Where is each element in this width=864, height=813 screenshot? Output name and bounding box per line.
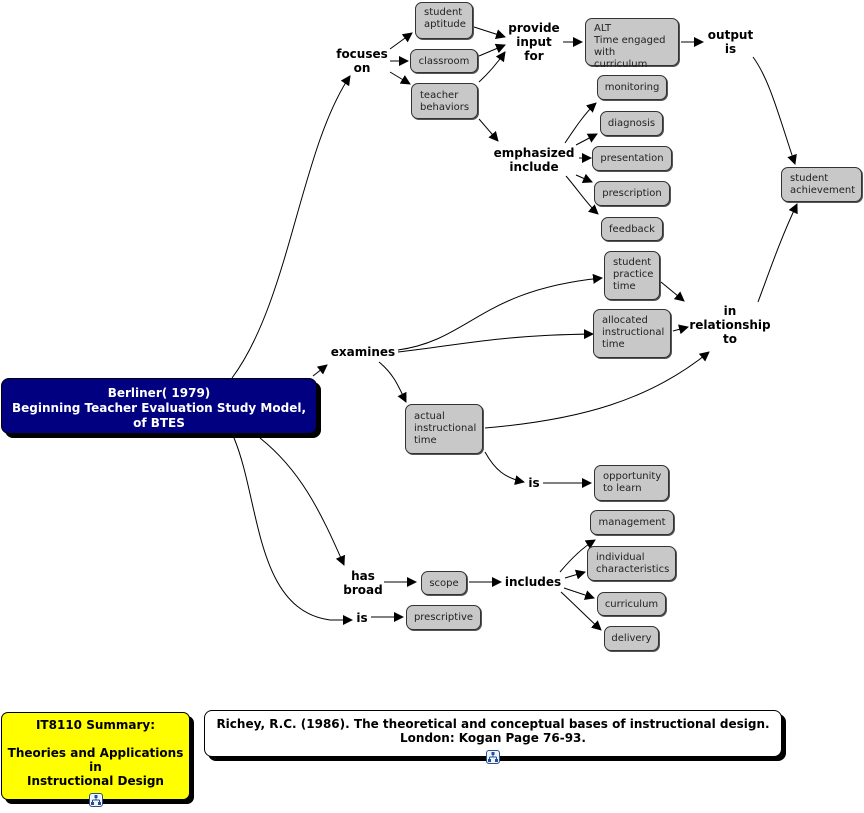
edge-includes-management [559, 539, 596, 573]
link-includes[interactable]: includes [504, 575, 562, 589]
concept-monitoring[interactable]: monitoring [597, 75, 667, 100]
link-provide-input-for[interactable]: provide input for [508, 21, 560, 63]
concept-teacher-behaviors[interactable]: teacher behaviors [411, 83, 478, 119]
link-output-is[interactable]: output is [707, 28, 754, 56]
edge-teacher-emphasized [478, 118, 499, 142]
edge-emph-feedback [565, 175, 599, 215]
link-has-broad[interactable]: has broad [343, 569, 383, 597]
concept-alt-time-engaged[interactable]: ALT Time engaged with curriculum [585, 18, 679, 70]
edge-practice-relationship [660, 281, 685, 302]
link-examines[interactable]: examines [330, 345, 396, 359]
edge-main-focuses [231, 75, 351, 379]
concept-delivery[interactable]: delivery [604, 626, 659, 651]
edge-emph-prescription [575, 173, 593, 183]
concept-curriculum[interactable]: curriculum [597, 592, 666, 616]
link-is-prescriptive[interactable]: is [356, 611, 368, 625]
concept-presentation[interactable]: presentation [592, 146, 672, 171]
edge-examines-actual [378, 361, 407, 403]
concept-prescription[interactable]: prescription [594, 181, 670, 206]
concept-management[interactable]: management [590, 510, 674, 535]
edge-teacher-provide [478, 51, 506, 83]
edge-actual-is [484, 451, 525, 486]
link-focuses-on[interactable]: focuses on [336, 47, 388, 75]
edge-classroom-provide [478, 43, 506, 57]
edge-includes-delivery [560, 591, 602, 631]
link-in-relationship-to[interactable]: in relationship to [689, 304, 771, 346]
edge-examines-practice [397, 273, 603, 351]
edge-emph-diagnosis [575, 133, 598, 146]
concept-student-practice-time[interactable]: student practice time [604, 251, 660, 300]
concept-allocated-instructional-time[interactable]: allocated instructional time [593, 309, 671, 358]
concept-scope[interactable]: scope [421, 571, 467, 595]
edge-allocated-relationship [672, 324, 689, 335]
edge-focuses-aptitude [389, 32, 413, 50]
edge-output-achievement [752, 56, 797, 165]
link-emphasized-include[interactable]: emphasized include [493, 146, 575, 174]
concept-diagnosis[interactable]: diagnosis [600, 111, 663, 136]
concept-student-achievement[interactable]: student achievement [781, 167, 862, 202]
edge-aptitude-provide [473, 26, 506, 39]
main-concept-berliner-btes[interactable]: Berliner( 1979) Beginning Teacher Evalua… [1, 378, 317, 434]
edge-examines-allocated [397, 329, 594, 353]
concept-feedback[interactable]: feedback [601, 217, 663, 241]
concept-opportunity-to-learn[interactable]: opportunity to learn [594, 465, 669, 501]
edge-actual-relationship [484, 351, 710, 429]
edge-focuses-teacher [389, 71, 411, 85]
edge-main-examines [312, 364, 328, 377]
edge-relationship-achievement [757, 203, 798, 303]
summary-box-it8110[interactable]: IT8110 Summary: Theories and Application… [1, 712, 190, 800]
concept-classroom[interactable]: classroom [410, 49, 478, 73]
edge-includes-curriculum [563, 587, 595, 600]
concept-student-aptitude[interactable]: student aptitude [415, 2, 473, 39]
concept-individual-characteristics[interactable]: individual characteristics [587, 546, 676, 581]
edge-includes-individual [564, 569, 586, 580]
concept-actual-instructional-time[interactable]: actual instructional time [405, 404, 483, 454]
edge-emph-monitoring [564, 102, 597, 144]
link-is-opportunity[interactable]: is [528, 476, 540, 490]
concept-map-link-icon[interactable] [89, 793, 103, 807]
concept-map-link-icon[interactable] [486, 750, 500, 764]
edge-main-hasbroad [259, 437, 345, 566]
concept-prescriptive[interactable]: prescriptive [406, 605, 481, 630]
edge-main-is [233, 437, 353, 625]
